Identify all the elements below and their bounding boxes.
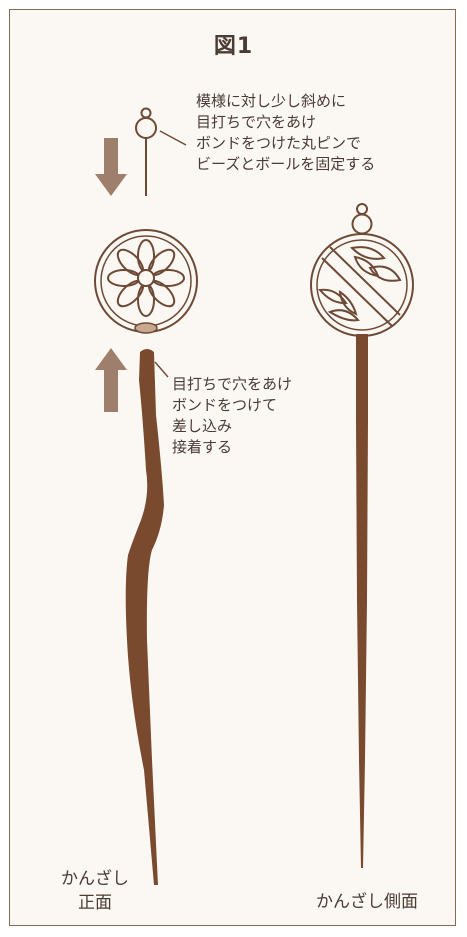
pin-note-leader	[159, 130, 187, 146]
figure-title: 図1	[213, 34, 254, 59]
figure-frame	[9, 9, 456, 926]
stick-note: 目打ちで穴をあけ ボンドをつけて 差し込み 接着する	[172, 374, 292, 458]
front-stick	[125, 349, 164, 885]
side-view-label: かんざし側面	[316, 892, 418, 912]
pin-note-line-3: ボンドをつけた丸ピンで	[196, 134, 362, 152]
arrow-up-icon	[95, 348, 127, 412]
side-ornament	[310, 203, 414, 337]
stick-note-line-1: 目打ちで穴をあけ	[172, 375, 293, 393]
pin-note-line-1: 模様に対し少し斜めに	[196, 92, 347, 110]
round-pin	[135, 107, 157, 196]
pin-note-line-2: 目打ちで穴をあけ	[196, 113, 317, 131]
stick-note-line-4: 接着する	[172, 438, 233, 456]
side-stick	[356, 334, 368, 868]
front-view-label: かんざし 正面	[50, 867, 140, 915]
front-view-label-line-1: かんざし	[61, 869, 129, 889]
stick-hole	[134, 322, 158, 334]
stick-note-leader	[154, 361, 169, 378]
stick-note-line-2: ボンドをつけて	[172, 396, 278, 414]
stick-note-line-3: 差し込み	[172, 417, 233, 435]
front-ball	[94, 229, 198, 333]
pin-note: 模様に対し少し斜めに 目打ちで穴をあけ ボンドをつけた丸ピンで ビーズとボールを…	[196, 91, 375, 175]
front-view-label-line-2: 正面	[78, 893, 112, 913]
pin-note-line-4: ビーズとボールを固定する	[196, 155, 376, 173]
arrow-down-icon	[95, 138, 127, 196]
